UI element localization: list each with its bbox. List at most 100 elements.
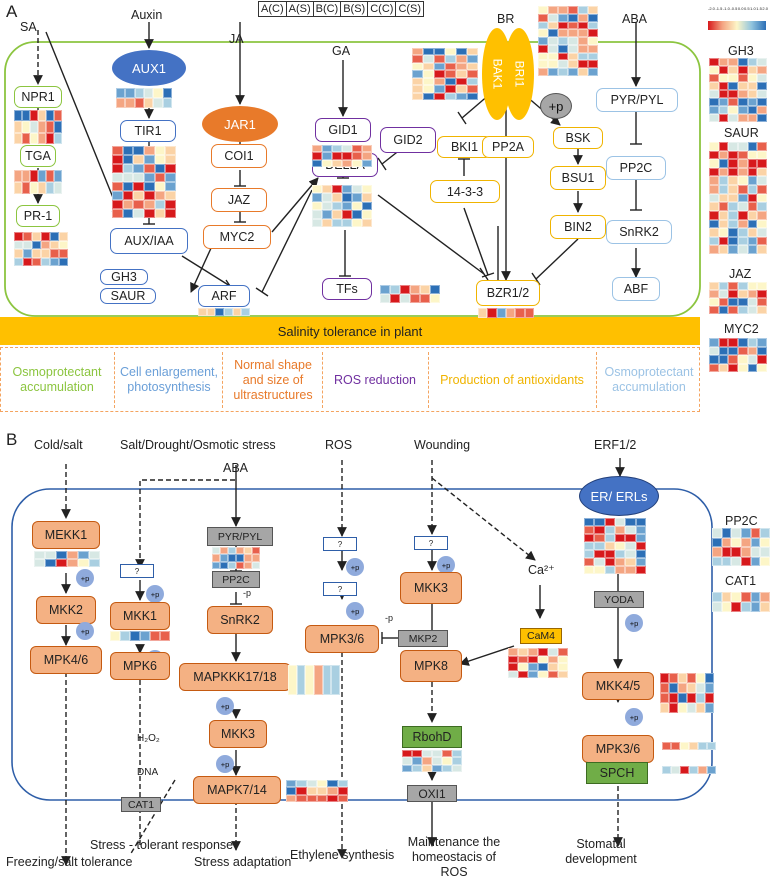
heatmap-cell xyxy=(709,106,719,114)
heatmap-cell xyxy=(352,210,362,219)
heatmap-cell xyxy=(122,155,134,164)
heatmap-cell xyxy=(487,308,497,318)
heatmap-cell xyxy=(584,534,595,542)
heatmap-cell xyxy=(30,182,38,194)
outcome-freezing: Freezing/salt tolerance xyxy=(6,855,133,869)
heatmap-cell xyxy=(46,182,54,194)
heatmap-cell xyxy=(718,150,729,160)
heatmap-cell xyxy=(144,191,155,200)
heatmap-cell xyxy=(747,98,758,106)
heatmap-cell xyxy=(712,537,722,547)
node-mkk3-b: MKK3 xyxy=(400,572,462,604)
heatmap-cell xyxy=(467,85,478,93)
heatmap-cell xyxy=(134,88,144,98)
expression-heatmap xyxy=(478,308,534,318)
heatmap-cell xyxy=(130,631,140,641)
heatmap-cell xyxy=(625,550,636,558)
signal-ros: ROS xyxy=(325,438,353,452)
heatmap-cell xyxy=(757,167,767,177)
heatmap-cell xyxy=(112,209,123,218)
heatmap-cell xyxy=(625,534,636,542)
heatmap-cell xyxy=(34,559,45,567)
heatmap-cell xyxy=(709,74,719,82)
heatmap-cell xyxy=(709,202,719,211)
heatmap-cell xyxy=(342,185,352,194)
heatmap-cell xyxy=(332,218,342,227)
dna-label: DNA xyxy=(137,767,159,778)
heatmap-cell xyxy=(709,90,719,98)
heatmap-cell xyxy=(423,55,434,63)
heatmap-cell xyxy=(400,294,410,303)
heatmap-cell xyxy=(747,106,758,114)
heatmap-cell xyxy=(423,62,434,71)
heatmap-cell xyxy=(738,282,748,290)
heatmap-cell xyxy=(467,77,478,86)
heatmap-cell xyxy=(709,346,719,355)
heatmap-cell xyxy=(635,526,646,534)
heatmap-cell xyxy=(741,556,751,566)
heatmap-cell xyxy=(165,164,176,173)
heatmap-cell xyxy=(322,185,332,194)
signal-aba: ABA xyxy=(622,12,648,26)
heatmap-cell xyxy=(212,554,220,562)
heatmap-cell xyxy=(528,663,538,671)
heatmap-cell xyxy=(38,132,46,144)
heatmap-cell xyxy=(568,21,578,30)
color-scale-tick: -1.0 xyxy=(722,6,730,11)
node-spch: SPCH xyxy=(586,762,648,784)
heatmap-cell xyxy=(452,750,462,758)
heatmap-cell xyxy=(709,58,719,66)
heatmap-cell xyxy=(59,257,68,266)
expression-heatmap xyxy=(709,142,767,254)
heatmap-cell xyxy=(747,228,758,237)
heatmap-cell xyxy=(154,146,166,155)
heatmap-cell xyxy=(671,742,680,750)
heatmap-cell xyxy=(445,92,456,100)
heatmap-cell xyxy=(747,159,758,168)
heatmap-cell xyxy=(709,236,719,246)
heatmap-cell xyxy=(738,58,748,66)
dephospho-label: -p xyxy=(385,613,394,623)
heatmap-cell xyxy=(738,363,748,372)
heatmap-cell xyxy=(38,170,46,182)
phospho-badge: +p xyxy=(625,614,643,632)
heatmap-cell xyxy=(578,52,588,61)
heatmap-cell xyxy=(524,308,534,318)
heatmap-cell xyxy=(78,559,89,567)
heatmap-cell xyxy=(14,232,23,241)
heatmap-cell xyxy=(125,98,135,108)
color-scale-tick: -0.5 xyxy=(730,6,738,11)
heatmap-cell xyxy=(412,70,423,78)
heatmap-cell xyxy=(738,228,748,237)
heatmap-cell xyxy=(467,92,478,100)
heatmap-cell xyxy=(588,60,598,69)
heatmap-cell xyxy=(558,670,568,678)
heatmap-cell xyxy=(558,37,568,45)
heatmap-cell xyxy=(342,218,352,227)
heatmap-cell xyxy=(738,82,748,90)
outcome-ros-reduction: ROS reduction xyxy=(322,352,427,408)
heatmap-cell xyxy=(757,98,767,106)
outcome-row xyxy=(0,347,700,412)
heatmap-cell xyxy=(322,665,332,695)
heatmap-cell xyxy=(508,663,518,671)
expression-heatmap xyxy=(709,58,767,122)
heatmap-cell xyxy=(741,592,751,602)
signal-stress: Salt/Drought/Osmotic stress xyxy=(120,438,276,452)
heatmap-cell xyxy=(452,764,462,772)
signal-wounding: Wounding xyxy=(414,438,471,452)
heatmap-cell xyxy=(165,182,176,191)
heatmap-cell xyxy=(718,210,729,220)
expression-heatmap xyxy=(110,631,170,641)
heatmap-cell xyxy=(224,308,233,316)
heatmap-cell xyxy=(322,201,332,211)
heatmap-cell xyxy=(286,780,297,788)
heatmap-cell xyxy=(342,145,352,153)
heatmap-cell xyxy=(327,787,338,795)
node-jaz: JAZ xyxy=(211,188,267,212)
heatmap-cell xyxy=(322,145,332,153)
heatmap-cell xyxy=(110,631,120,641)
heatmap-cell xyxy=(518,663,528,671)
heatmap-cell xyxy=(718,90,729,98)
heatmap-cell xyxy=(296,665,306,695)
